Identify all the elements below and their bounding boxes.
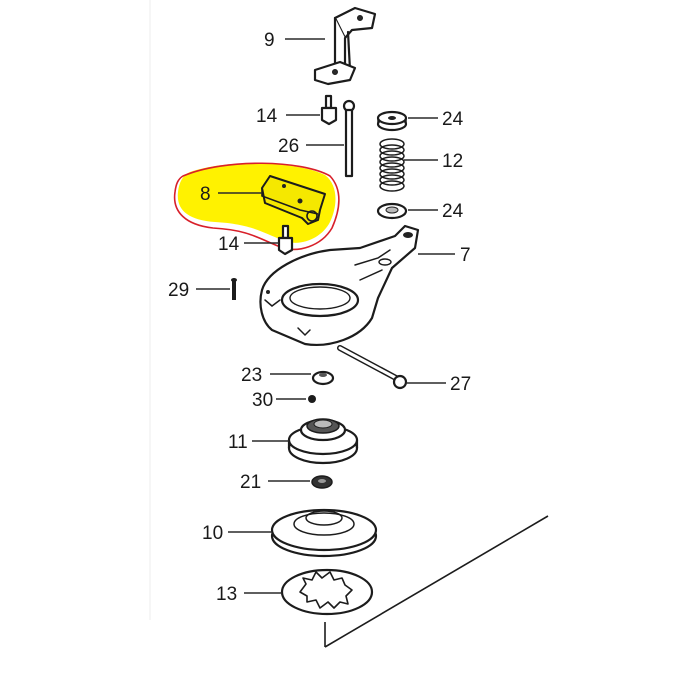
part-12-spring[interactable] xyxy=(379,138,405,192)
part-10-disc[interactable] xyxy=(270,508,378,558)
part-26-long-bolt[interactable] xyxy=(342,99,356,178)
callout-8: 8 xyxy=(200,184,211,205)
highlight-fill xyxy=(177,163,336,243)
part-13-lock-washer[interactable] xyxy=(280,568,374,616)
callout-14-top: 14 xyxy=(256,106,278,127)
callout-26: 26 xyxy=(278,136,299,157)
part-8-plate[interactable] xyxy=(261,175,326,225)
callout-11: 11 xyxy=(228,432,248,453)
part-24-washer-top[interactable] xyxy=(376,110,408,132)
callout-9: 9 xyxy=(264,30,275,51)
part-29-pin[interactable] xyxy=(231,278,237,300)
callout-24-bottom: 24 xyxy=(442,201,464,222)
callout-14-bottom: 14 xyxy=(218,234,240,255)
callout-7: 7 xyxy=(460,245,471,266)
callout-30: 30 xyxy=(252,390,273,411)
callout-29: 29 xyxy=(168,280,189,301)
part-27-rod[interactable] xyxy=(337,345,408,390)
part-14-bolt-top[interactable] xyxy=(320,94,338,126)
part-23-nut[interactable] xyxy=(311,370,335,386)
callout-27: 27 xyxy=(450,374,471,395)
part-14-bolt-bottom[interactable] xyxy=(277,224,294,256)
part-11-pulley[interactable] xyxy=(287,418,359,465)
ground-lines xyxy=(324,515,549,648)
part-9-bracket[interactable] xyxy=(313,6,377,86)
callout-24-top: 24 xyxy=(442,109,464,130)
part-24-washer-bottom[interactable] xyxy=(376,202,408,220)
callout-12: 12 xyxy=(442,151,463,172)
callout-21: 21 xyxy=(240,472,261,493)
part-21-collar[interactable] xyxy=(311,475,333,489)
callout-13: 13 xyxy=(216,584,237,605)
part-7-arm[interactable] xyxy=(259,224,420,346)
part-30-ball[interactable] xyxy=(308,395,316,403)
callout-23: 23 xyxy=(241,365,262,386)
callout-10: 10 xyxy=(202,523,223,544)
